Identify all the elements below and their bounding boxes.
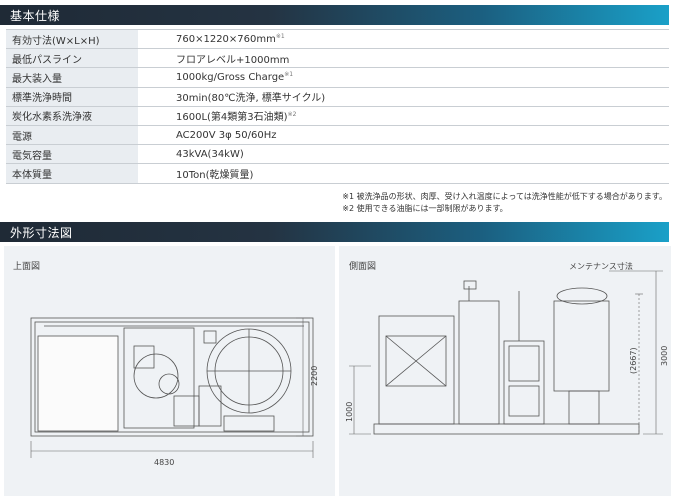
side-view-drawing: メンテナンス寸法 1000 3000 (2667) (345, 261, 669, 435)
spec-row: 電気容量 43kVA(34kW) (6, 144, 669, 165)
spec-row: 本体質量 10Ton(乾燥質量) (6, 163, 669, 184)
spec-label: 電気容量 (6, 144, 138, 165)
spec-value-text: 1000kg/Gross Charge (176, 72, 285, 84)
spec-label: 炭化水素系洗浄液 (6, 106, 138, 126)
spec-section-header: 基本仕様 (0, 5, 669, 25)
spec-row: 最低パスライン フロアレベル+1000mm (6, 48, 669, 69)
spec-notes: ※1 被洗浄品の形状、肉厚、受け入れ温度によっては洗浄性能が低下する場合がありま… (342, 191, 667, 215)
spec-value: 10Ton(乾燥質量) (138, 163, 669, 184)
spec-value: フロアレベル+1000mm (138, 48, 669, 69)
spec-value-text: 30min(80℃洗浄, 標準サイクル) (176, 93, 326, 105)
top-view-depth-dim: 2200 (310, 366, 319, 386)
spec-label: 最大装入量 (6, 67, 138, 88)
top-view-panel: 上面図 4830 2200 (4, 246, 335, 496)
spec-label: 最低パスライン (6, 48, 138, 69)
spec-label: 本体質量 (6, 163, 138, 184)
spec-value: 1000kg/Gross Charge※1 (138, 67, 669, 88)
side-view-panel: 側面図 メ (339, 246, 671, 496)
top-view-drawing: 4830 2200 (30, 317, 319, 467)
spec-value: 760×1220×760mm※1 (138, 28, 669, 50)
spec-value-text: 10Ton(乾燥質量) (176, 169, 254, 181)
spec-section-title: 基本仕様 (10, 9, 61, 23)
spec-value-text: 760×1220×760mm (176, 34, 276, 46)
spec-value-text: フロアレベル+1000mm (176, 54, 290, 66)
top-view-width-dim: 4830 (154, 458, 174, 467)
spec-value: 30min(80℃洗浄, 標準サイクル) (138, 87, 669, 107)
spec-value-text: 43kVA(34kW) (176, 149, 244, 161)
spec-label: 標準洗浄時間 (6, 87, 138, 107)
spec-note-1: ※1 被洗浄品の形状、肉厚、受け入れ温度によっては洗浄性能が低下する場合がありま… (342, 192, 667, 201)
spec-value: AC200V 3φ 50/60Hz (138, 125, 669, 146)
spec-value: 43kVA(34kW) (138, 144, 669, 165)
side-view-title: 側面図 (349, 262, 377, 272)
spec-label: 有効寸法(W×L×H) (6, 28, 138, 50)
spec-value-note: ※2 (287, 111, 297, 119)
spec-value-note: ※1 (284, 71, 294, 79)
side-view-maintenance-label: メンテナンス寸法 (569, 261, 633, 271)
spec-value-note: ※1 (275, 33, 285, 41)
dimension-section-title: 外形寸法図 (10, 226, 73, 240)
spec-row: 有効寸法(W×L×H)760×1220×760mm※1 (6, 28, 669, 50)
side-view-pass-line-dim: 1000 (345, 402, 354, 422)
spec-value-text: AC200V 3φ 50/60Hz (176, 130, 277, 142)
side-view-inner-height-dim: (2667) (629, 347, 638, 374)
spec-value-text: 1600L(第4類第3石油類) (176, 112, 288, 124)
spec-label: 電源 (6, 125, 138, 146)
dimension-section-header: 外形寸法図 (0, 222, 669, 242)
spec-note-2: ※2 使用できる油脂には一部制限があります。 (342, 204, 508, 213)
spec-value: 1600L(第4類第3石油類)※2 (138, 106, 669, 126)
spec-row: 標準洗浄時間 30min(80℃洗浄, 標準サイクル) (6, 87, 669, 107)
side-view-height-dim: 3000 (660, 346, 669, 366)
top-view-title: 上面図 (13, 262, 41, 272)
spec-row: 電源 AC200V 3φ 50/60Hz (6, 125, 669, 146)
